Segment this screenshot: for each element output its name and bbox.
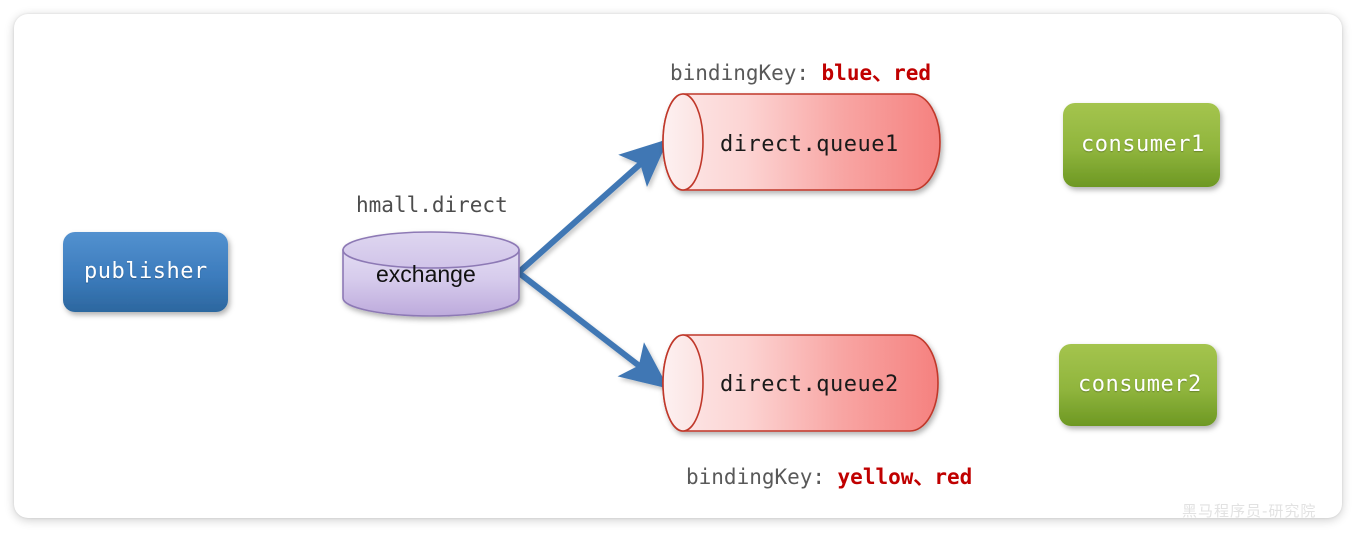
edge-exchange-to-queue2 xyxy=(517,270,669,389)
node-exchange[interactable] xyxy=(342,231,520,317)
exchange-caption: hmall.direct xyxy=(356,193,508,217)
node-consumer2[interactable] xyxy=(1059,344,1217,426)
binding-key-1-label: bindingKey: xyxy=(670,61,810,85)
queue1-label: direct.queue1 xyxy=(720,132,899,157)
exchange-label: exchange xyxy=(376,261,476,287)
binding-key-2-value: yellow、red xyxy=(837,465,973,489)
consumer1-label: consumer1 xyxy=(1081,132,1205,157)
edge-exchange-to-queue1 xyxy=(517,139,669,275)
node-queue1[interactable] xyxy=(662,93,941,191)
node-publisher[interactable] xyxy=(63,232,228,312)
publisher-label: publisher xyxy=(84,259,208,284)
node-consumer1[interactable] xyxy=(1063,103,1220,187)
node-queue2[interactable] xyxy=(662,334,939,432)
binding-key-2-label: bindingKey: xyxy=(686,465,826,489)
binding-key-2: bindingKey: yellow、red xyxy=(686,467,972,488)
binding-key-1-value: blue、red xyxy=(821,61,932,85)
queue2-label: direct.queue2 xyxy=(720,372,899,397)
consumer2-label: consumer2 xyxy=(1078,372,1202,397)
binding-key-1: bindingKey: blue、red xyxy=(670,63,931,84)
watermark: 黑马程序员-研究院 xyxy=(1182,502,1317,520)
